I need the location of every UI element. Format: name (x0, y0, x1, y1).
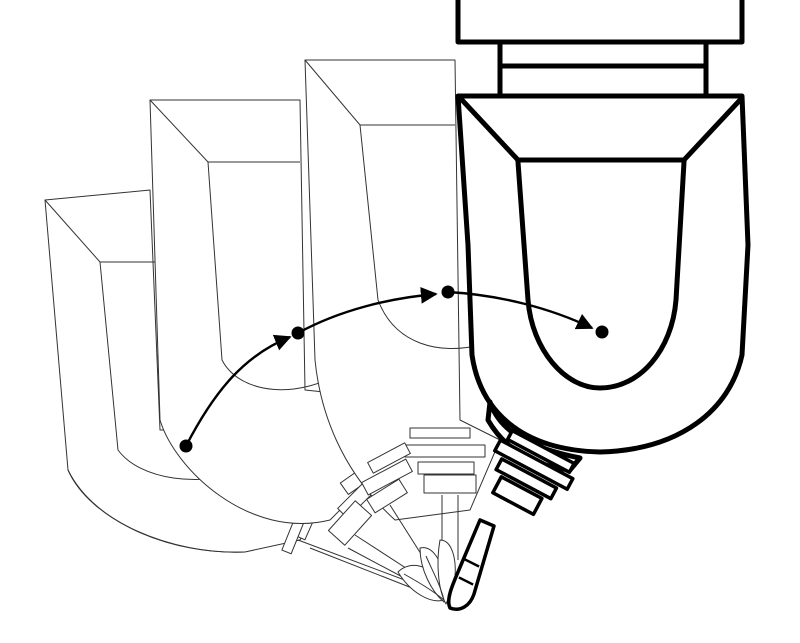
path-point-2 (291, 326, 305, 340)
main-head-inner-u (515, 159, 687, 391)
main-head-neck (497, 39, 709, 99)
ghost-head-3 (304, 59, 501, 566)
tool-tip-cluster (397, 539, 456, 605)
path-arc-2 (297, 286, 438, 335)
path-point-1 (179, 439, 193, 453)
path-arc-1 (184, 334, 292, 447)
main-head-housing (455, 0, 745, 45)
main-head-chamfer-left (458, 96, 522, 164)
main-spindle (491, 428, 576, 517)
path-point-3 (441, 285, 455, 299)
path-arc-3 (447, 290, 594, 330)
main-head[interactable] (446, 0, 751, 611)
path-point-4 (595, 325, 609, 339)
main-head-chamfer-right (680, 96, 744, 164)
main-end-mill (446, 518, 496, 611)
motion-path (179, 285, 609, 453)
main-head-body (455, 93, 751, 455)
